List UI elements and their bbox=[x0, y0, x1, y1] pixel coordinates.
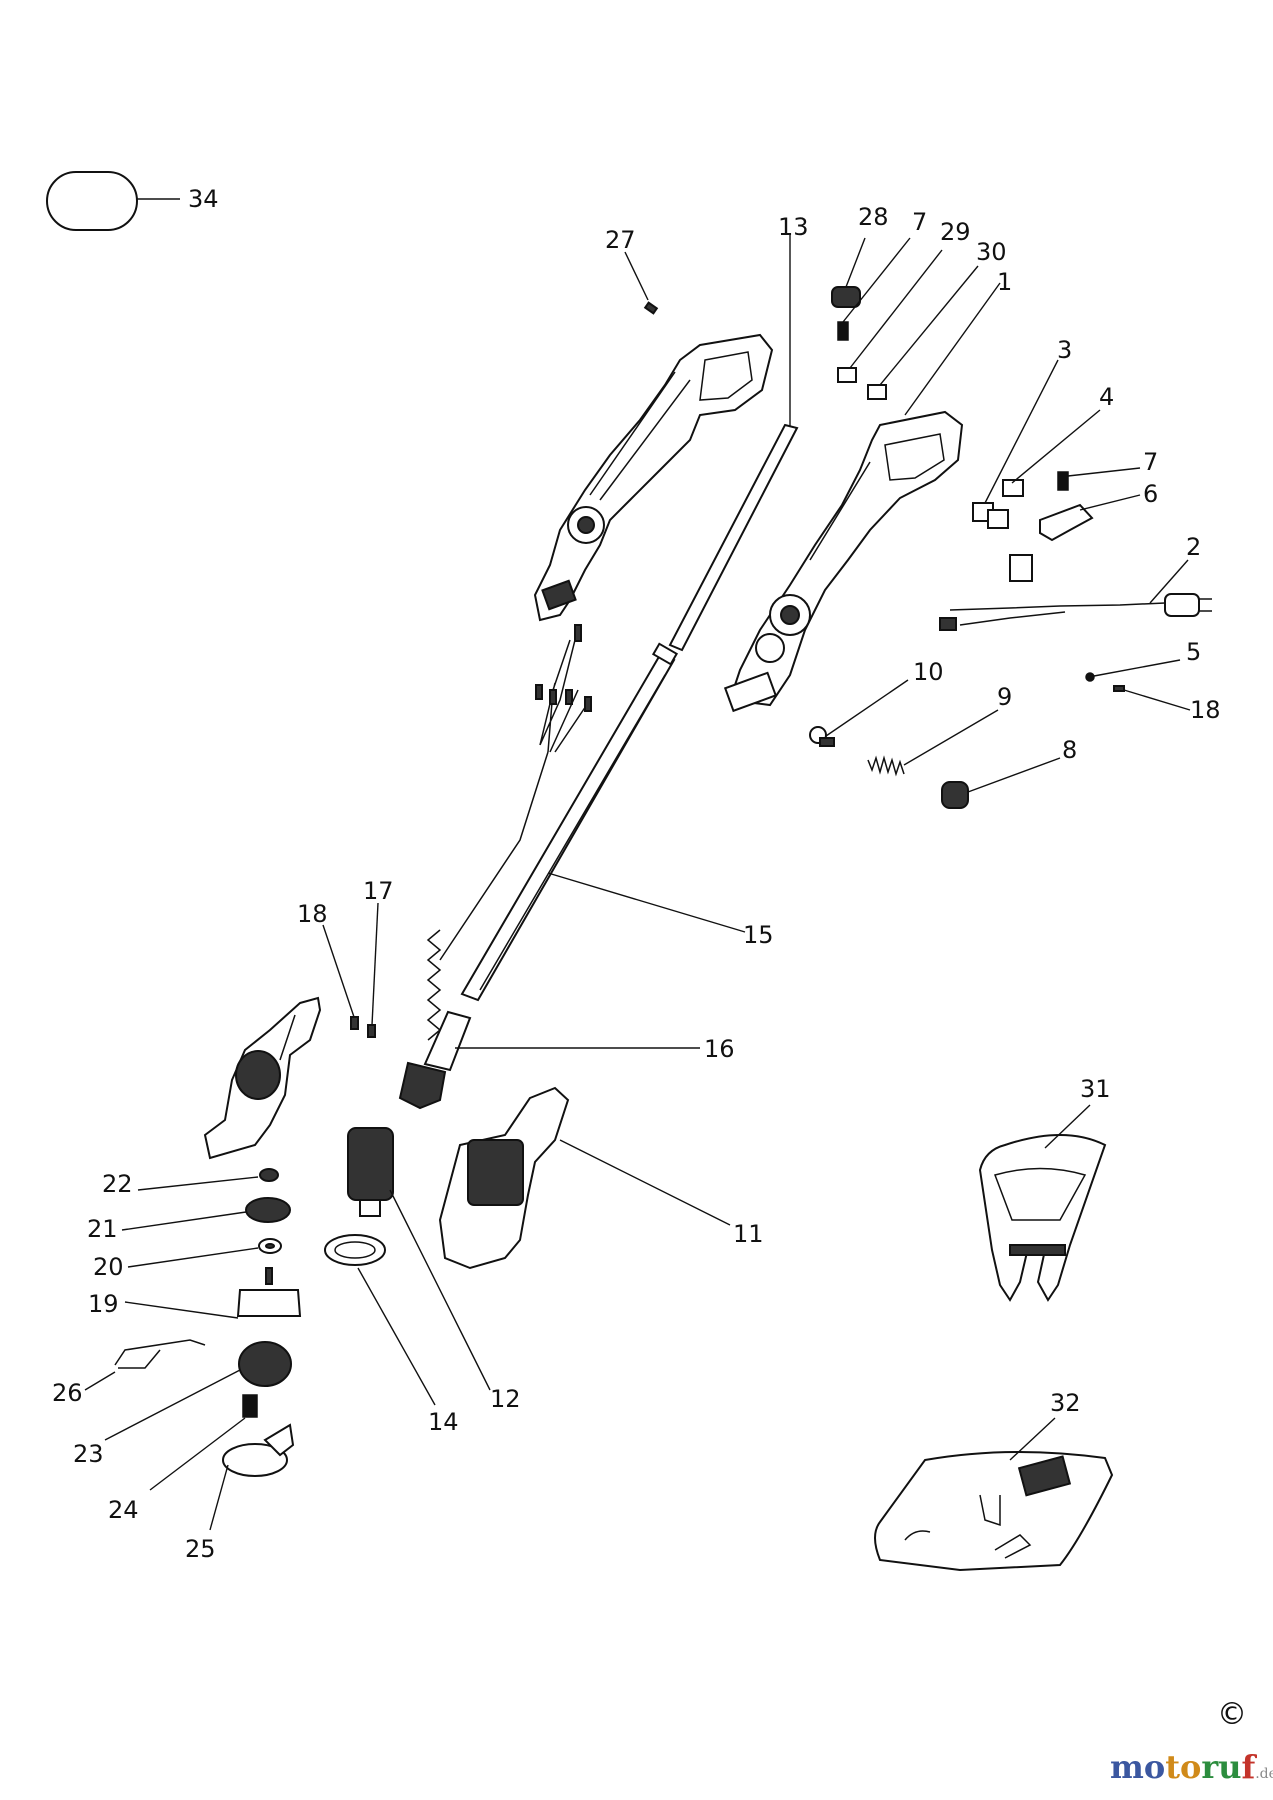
callout-3: 3 bbox=[1057, 336, 1072, 364]
part-24-spring bbox=[242, 1394, 258, 1418]
callout-12: 12 bbox=[490, 1385, 521, 1413]
callout-7b: 7 bbox=[1143, 448, 1158, 476]
part-30-clip bbox=[867, 384, 887, 400]
part-27-screw bbox=[624, 251, 659, 315]
part-17-screw bbox=[367, 1024, 376, 1038]
callout-13: 13 bbox=[778, 213, 809, 241]
callout-8: 8 bbox=[1062, 736, 1077, 764]
brand-watermark: motoruf.de bbox=[1110, 1748, 1273, 1786]
part-2-power-cable bbox=[939, 554, 1212, 631]
callout-7a: 7 bbox=[912, 208, 927, 236]
callout-30: 30 bbox=[976, 238, 1007, 266]
part-29-clip bbox=[837, 367, 857, 383]
part-16-collar bbox=[398, 1010, 472, 1110]
callout-6: 6 bbox=[1143, 480, 1158, 508]
motor-housing-left bbox=[203, 996, 322, 1160]
callout-27: 27 bbox=[605, 226, 636, 254]
part-9-spring bbox=[867, 755, 905, 777]
part-21-gear bbox=[245, 1197, 291, 1223]
part-18-screw-right bbox=[1113, 685, 1125, 692]
callout-21: 21 bbox=[87, 1215, 118, 1243]
callout-28: 28 bbox=[858, 203, 889, 231]
part-31-auxiliary-handle bbox=[978, 1134, 1107, 1302]
callout-25: 25 bbox=[185, 1535, 216, 1563]
callout-16: 16 bbox=[704, 1035, 735, 1063]
part-34-label-plate bbox=[46, 171, 138, 231]
part-14-clamp-ring bbox=[324, 1234, 386, 1266]
callout-1: 1 bbox=[997, 268, 1012, 296]
callout-23: 23 bbox=[73, 1440, 104, 1468]
part-23-spool bbox=[238, 1341, 292, 1387]
part-28-knob bbox=[831, 286, 861, 308]
callout-32: 32 bbox=[1050, 1389, 1081, 1417]
callout-24: 24 bbox=[108, 1496, 139, 1524]
callout-10: 10 bbox=[913, 658, 944, 686]
callout-26: 26 bbox=[52, 1379, 83, 1407]
part-18-screw-left bbox=[350, 1016, 359, 1030]
callout-2: 2 bbox=[1186, 533, 1201, 561]
handle-housing-left bbox=[533, 333, 774, 622]
part-11-motor-housing-right bbox=[438, 1086, 570, 1270]
callout-34: 34 bbox=[188, 185, 219, 213]
part-32-guard bbox=[874, 1451, 1114, 1572]
part-8-lock-nut bbox=[941, 781, 969, 809]
part-12-motor bbox=[347, 1127, 394, 1217]
callout-20: 20 bbox=[93, 1253, 124, 1281]
callout-22: 22 bbox=[102, 1170, 133, 1198]
part-25-spool-cover bbox=[222, 1423, 295, 1477]
part-6-trigger bbox=[1039, 503, 1094, 542]
callout-11: 11 bbox=[733, 1220, 764, 1248]
part-4-switch bbox=[1002, 479, 1024, 497]
part-5-screw bbox=[1085, 672, 1095, 682]
callout-18b: 18 bbox=[1190, 696, 1221, 724]
part-15-main-tube bbox=[460, 642, 679, 1002]
callout-5: 5 bbox=[1186, 638, 1201, 666]
part-13-inner-tube bbox=[668, 235, 799, 652]
copyright-mark: © bbox=[1217, 1697, 1247, 1732]
motor-wires bbox=[426, 624, 592, 1041]
callout-29: 29 bbox=[940, 218, 971, 246]
part-22-washer bbox=[259, 1168, 279, 1182]
callout-14: 14 bbox=[428, 1408, 459, 1436]
callout-31: 31 bbox=[1080, 1075, 1111, 1103]
callout-17: 17 bbox=[363, 877, 394, 905]
part-3-switch-plate bbox=[972, 502, 1009, 529]
part-7-spring-top bbox=[837, 321, 849, 341]
part-26-wire-bracket bbox=[114, 1339, 206, 1369]
callout-15: 15 bbox=[743, 921, 774, 949]
callout-18a: 18 bbox=[297, 900, 328, 928]
part-19-spool-housing bbox=[236, 1267, 302, 1317]
callout-4: 4 bbox=[1099, 383, 1114, 411]
part-20-washer bbox=[258, 1238, 282, 1254]
part-7-spring-switch bbox=[1057, 471, 1069, 491]
callout-19: 19 bbox=[88, 1290, 119, 1318]
callout-9: 9 bbox=[997, 683, 1012, 711]
part-1-handle-housing-right bbox=[723, 410, 964, 713]
part-10-shaft bbox=[809, 726, 835, 747]
